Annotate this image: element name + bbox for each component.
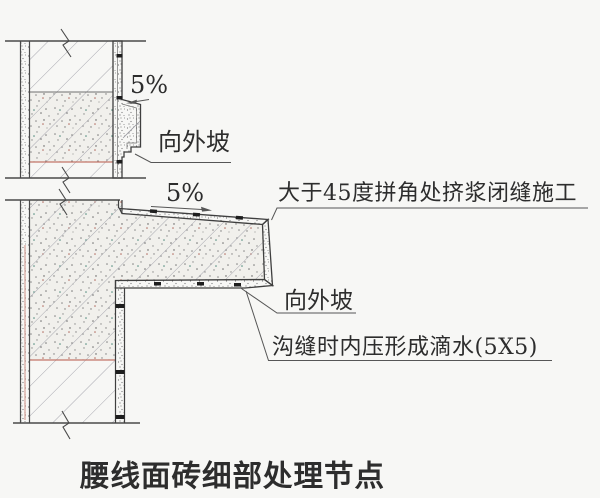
upper-slope-arrow	[126, 99, 150, 104]
lower-left-edge-strip	[19, 200, 31, 423]
upper-outward-slope-leader	[134, 153, 231, 163]
tile-joint-mark	[235, 215, 244, 220]
upper-wall-section	[5, 28, 146, 194]
miter-note-leader	[271, 207, 588, 221]
drawing-title: 腰线面砖细部处理节点	[79, 459, 385, 493]
drip-note-label: 沟缝时内压形成滴水(5X5)	[272, 335, 538, 360]
upper-slope-label: 5%	[130, 71, 168, 99]
drip-note-leader	[245, 290, 552, 361]
tile-joint-mark	[116, 54, 123, 58]
tile-joint-mark	[192, 212, 201, 217]
upper-tile-profile	[112, 40, 142, 179]
lower-outward-slope-label: 向外坡	[284, 288, 353, 314]
tile-joint-mark	[116, 160, 123, 164]
lower-bottom-break-symbol	[61, 410, 71, 440]
tile-joint-mark	[234, 283, 241, 287]
upper-concrete-band	[29, 91, 113, 163]
tile-joint-mark	[116, 96, 123, 100]
upper-top-break-symbol	[60, 28, 72, 58]
ledge-tile-bands	[114, 200, 275, 423]
lower-wall-section	[5, 188, 275, 440]
annotations: 5% 向外坡 5% 大于45度拼角处挤浆闭缝施工 向外坡 沟缝时内压形成滴水(5…	[126, 71, 588, 361]
tile-joint-mark	[115, 370, 125, 374]
ledge-slope-arrow	[150, 206, 212, 212]
tile-joint-mark	[154, 282, 161, 286]
tile-joint-mark	[197, 282, 204, 286]
ledge-slope-label: 5%	[166, 179, 204, 207]
miter-note-label: 大于45度拼角处挤浆闭缝施工	[278, 181, 577, 206]
tile-joint-mark	[115, 415, 125, 419]
upper-bottom-break-symbol	[61, 166, 71, 194]
lower-top-break-symbol	[58, 188, 68, 216]
tile-joint-mark	[115, 304, 125, 308]
lower-outward-slope-leader	[239, 287, 356, 314]
upper-left-edge-strip	[19, 41, 31, 178]
tile-joint-mark	[149, 209, 158, 214]
lower-wall-hatch	[29, 200, 116, 423]
upper-outward-slope-label: 向外坡	[158, 128, 230, 156]
